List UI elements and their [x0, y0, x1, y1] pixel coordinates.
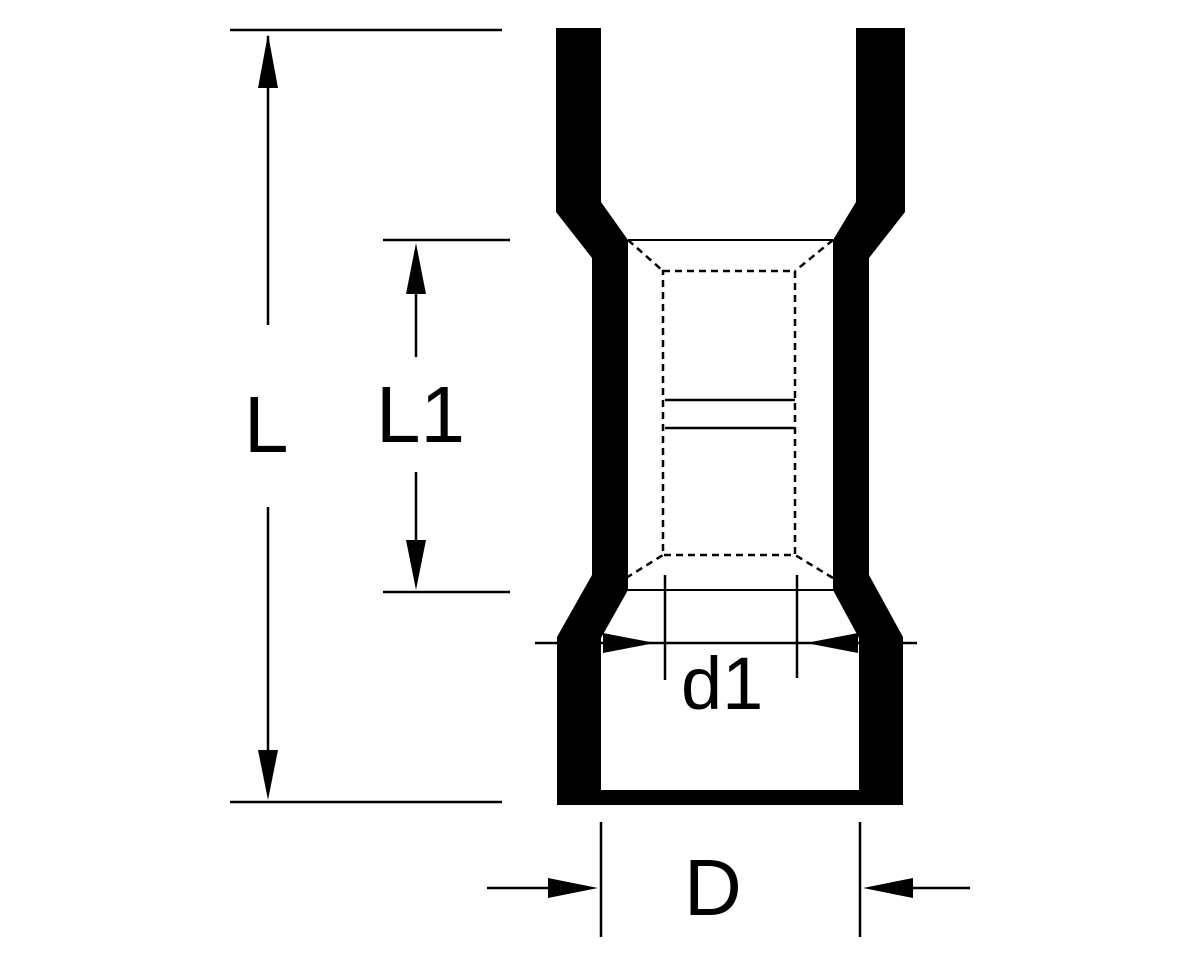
dimension-D	[487, 822, 970, 937]
label-d1: d1	[681, 642, 763, 725]
dimension-d1	[535, 575, 917, 680]
dimension-L1	[383, 238, 510, 594]
inner-barrel	[620, 239, 840, 591]
label-L: L	[244, 380, 289, 469]
dimension-L	[230, 28, 502, 804]
label-L1: L1	[376, 370, 465, 459]
label-D: D	[684, 843, 742, 932]
connector-sleeve	[556, 28, 905, 805]
